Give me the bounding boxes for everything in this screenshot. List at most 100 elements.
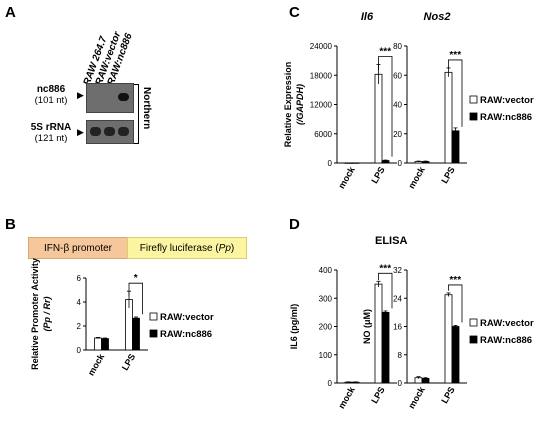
arrow-nc886: ▶ — [77, 90, 84, 100]
chart-d2-ytick-label: 32 — [393, 266, 402, 275]
chart-c1-ytick-label: 12000 — [310, 101, 333, 110]
chart-c2-ytick-label: 80 — [393, 42, 402, 51]
chart-c1-ylabel-sub: (/GAPDH) — [295, 84, 305, 125]
chart-c1-significance-label: *** — [379, 47, 391, 58]
chart-c1-ylabel: Relative Expression — [283, 62, 293, 148]
chart-b-ytick-label: 4 — [77, 298, 82, 307]
chart-b-ytick-label: 0 — [77, 346, 82, 355]
chart-c2-category-label: LPS — [439, 165, 456, 185]
luciferase-box: Firefly luciferase (Pp) — [127, 237, 247, 259]
chart-c1-bar — [351, 162, 360, 164]
chart-d2-bar — [444, 294, 453, 384]
panel-label-b: B — [5, 216, 16, 233]
chart-d2-significance-bracket — [448, 284, 463, 323]
chart-c2-category-label: mock — [406, 164, 427, 190]
elisa-title: ELISA — [375, 235, 408, 247]
chart-d2-legend-label: RAW:nc886 — [480, 335, 532, 346]
band-5s-lane3 — [118, 127, 129, 136]
chart-d2-bar — [451, 326, 460, 384]
chart-b-significance-label: * — [134, 273, 138, 284]
chart-c1-ytick-label: 6000 — [314, 130, 332, 139]
chart-b-ylabel-sub: (Pp / Rr) — [42, 296, 52, 331]
band-name-nc886: nc886 — [36, 84, 66, 95]
chart-d1-significance-label: *** — [379, 263, 391, 274]
chart-c2-significance-bracket — [448, 59, 463, 127]
band-name-5s: 5S rRNA — [30, 122, 72, 133]
chart-b-category-label: LPS — [120, 352, 137, 372]
chart-c2-legend-swatch — [469, 95, 478, 104]
chart-c1-bar — [374, 73, 383, 164]
chart-d1-ytick-label: 400 — [319, 266, 333, 275]
chart-c2-ytick-label: 0 — [398, 159, 403, 168]
panel-label-c: C — [289, 4, 300, 21]
chart-d2-legend-swatch — [469, 335, 478, 344]
chart-c2-bar — [451, 130, 460, 164]
panel-label-d: D — [289, 216, 300, 233]
chart-b-legend-swatch — [149, 312, 158, 321]
panel-label-a: A — [5, 4, 16, 21]
chart-c1-ytick-label: 0 — [328, 159, 333, 168]
band-5s-lane2 — [104, 127, 115, 136]
chart-d1-category-label: LPS — [369, 385, 386, 405]
chart-c1-title: Il6 — [361, 11, 374, 23]
chart-d2-category-label: mock — [406, 384, 427, 410]
band-label-nc886: nc886 (101 nt) — [22, 84, 80, 106]
chart-c2-legend-label: RAW:nc886 — [480, 112, 532, 123]
chart-d2-ytick-label: 0 — [398, 379, 403, 388]
chart-b-bar — [94, 337, 102, 351]
chart-d1-significance-bracket — [378, 272, 393, 309]
chart-b-ytick-label: 6 — [77, 274, 82, 283]
chart-d1-ytick-label: 0 — [328, 379, 333, 388]
chart-c1-category-label: LPS — [369, 165, 386, 185]
band-label-5s: 5S rRNA (121 nt) — [20, 122, 82, 144]
chart-b-category-label: mock — [86, 351, 107, 377]
chart-c2-bar — [444, 71, 453, 164]
gel-5s — [86, 120, 134, 144]
chart-b-bar — [132, 317, 140, 351]
chart-d2-category-label: LPS — [439, 385, 456, 405]
chart-d1-bar — [381, 311, 390, 384]
chart-c1-ytick-label: 24000 — [310, 42, 333, 51]
chart-c2-ytick-label: 20 — [393, 130, 402, 139]
promoter-box: IFN-β promoter — [28, 237, 128, 259]
chart-d2-ytick-label: 16 — [393, 323, 402, 332]
chart-c2-ytick-label: 40 — [393, 101, 402, 110]
chart-c2-significance-label: *** — [449, 50, 461, 61]
luciferase-prefix: Firefly luciferase ( — [139, 242, 219, 254]
chart-b-legend-label: RAW:vector — [160, 312, 214, 323]
gel-nc886 — [86, 83, 134, 113]
northern-bracket — [134, 84, 139, 144]
band-size-nc886: (101 nt) — [34, 95, 68, 106]
chart-d2-ytick-label: 24 — [393, 294, 402, 303]
band-5s-lane1 — [90, 127, 101, 136]
chart-c2-ytick-label: 60 — [393, 71, 402, 80]
band-nc886-signal — [118, 93, 129, 101]
chart-b-legend-label: RAW:nc886 — [160, 329, 212, 340]
band-size-5s: (121 nt) — [34, 133, 68, 144]
chart-d2-ylabel: NO (μM) — [362, 309, 372, 344]
chart-d2-legend-swatch — [469, 318, 478, 327]
chart-d2-legend-label: RAW:vector — [480, 318, 534, 329]
chart-d1-ytick-label: 300 — [319, 294, 333, 303]
chart-c1-significance-bracket — [378, 56, 393, 157]
chart-b-ytick-label: 2 — [77, 322, 82, 331]
chart-c2-title: Nos2 — [424, 11, 451, 23]
chart-d1-ylabel: IL6 (pg/ml) — [289, 304, 299, 350]
chart-c2-legend-swatch — [469, 112, 478, 121]
luciferase-text: Firefly luciferase (Pp) — [140, 243, 234, 254]
arrow-5s: ▶ — [77, 127, 84, 137]
luciferase-italic: Pp — [218, 242, 231, 254]
chart-d2-significance-label: *** — [449, 275, 461, 286]
chart-c1-category-label: mock — [336, 164, 357, 190]
chart-b-ylabel: Relative Promoter Activity — [30, 258, 40, 370]
chart-c1-ytick-label: 18000 — [310, 71, 333, 80]
promoter-text: IFN-β promoter — [44, 242, 112, 254]
chart-d1-bar — [374, 283, 383, 384]
chart-d1-ytick-label: 100 — [319, 351, 333, 360]
chart-c1-bar — [344, 162, 353, 164]
chart-b-legend-swatch — [149, 329, 158, 338]
luciferase-suffix: ) — [230, 242, 235, 254]
chart-d2-ytick-label: 8 — [398, 351, 403, 360]
chart-c2-legend-label: RAW:vector — [480, 95, 534, 106]
